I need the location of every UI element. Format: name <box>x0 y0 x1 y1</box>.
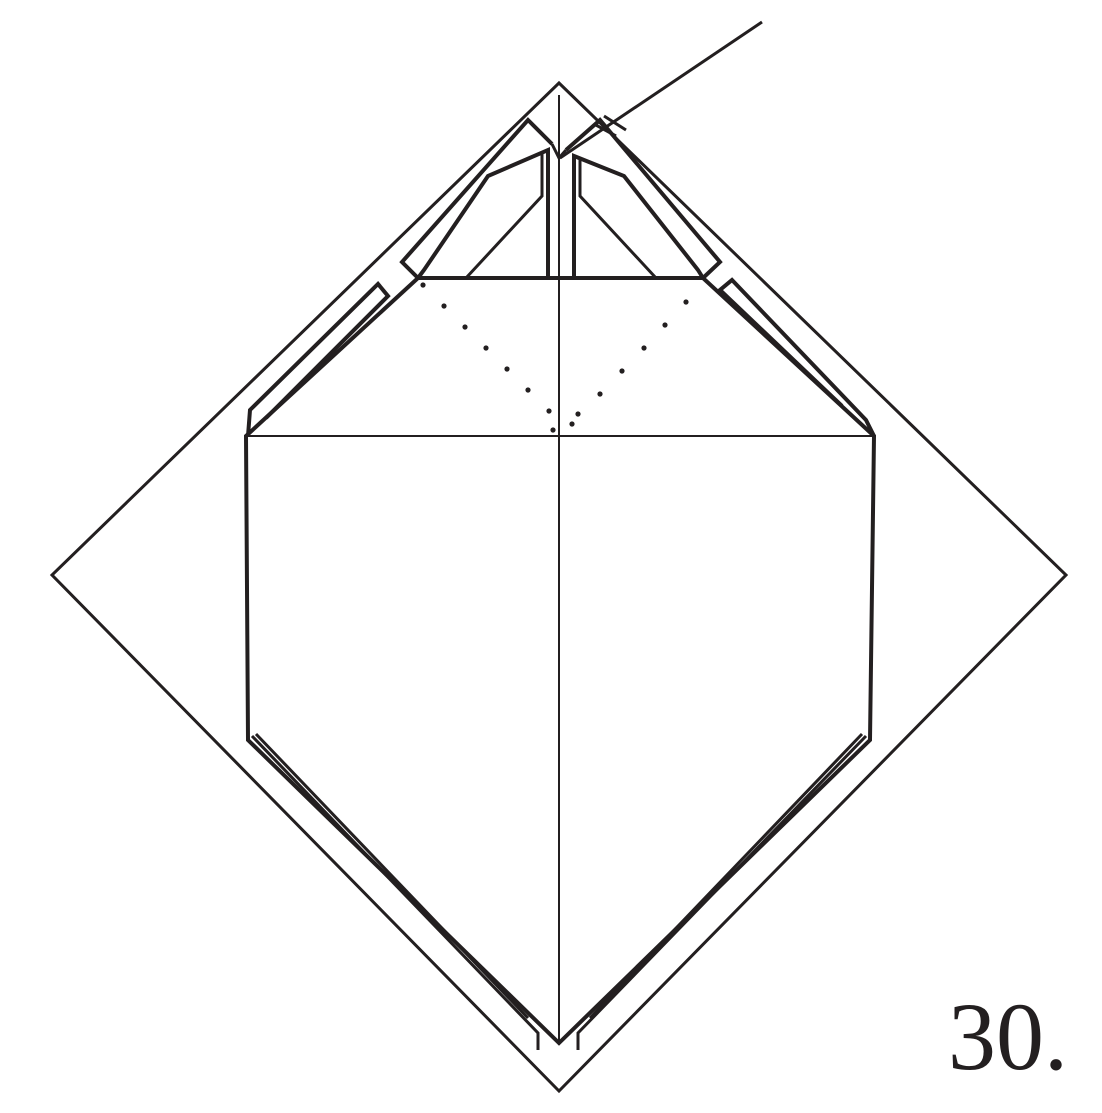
direction-arrow-line <box>559 20 763 160</box>
fold-dot <box>483 345 489 351</box>
lower-left-outer-layer-edge <box>254 732 530 1020</box>
top-right-flap-inner <box>572 153 705 280</box>
lower-right-layer-edge <box>576 734 868 1050</box>
lower-right-outer-layer-edge <box>588 732 864 1020</box>
arrow-tick-2 <box>603 114 627 132</box>
fold-dot <box>619 368 625 374</box>
fold-dot <box>546 408 552 414</box>
fold-dot <box>525 387 531 393</box>
fold-dot <box>504 366 510 372</box>
fold-dot <box>597 391 603 397</box>
fold-dot <box>569 421 575 427</box>
left-side-flap <box>246 281 391 437</box>
fold-dot <box>441 303 447 309</box>
step-number-label: 30. <box>948 983 1068 1090</box>
top-right-flap-inner-fold <box>578 160 658 280</box>
fold-dot <box>662 322 668 328</box>
top-right-flap <box>564 117 723 280</box>
outer-square-diamond <box>49 80 1069 1094</box>
top-left-flap-inner-fold <box>464 152 544 280</box>
fold-dot <box>420 282 426 288</box>
fold-dot <box>683 299 689 305</box>
lower-left-layer-edge <box>250 734 540 1050</box>
fold-dot <box>641 345 647 351</box>
dotted-valley-fold-right <box>569 299 689 427</box>
right-side-flap <box>716 277 876 437</box>
dotted-valley-fold-left <box>420 282 556 433</box>
fold-dot <box>575 411 581 417</box>
top-left-flap <box>399 117 554 280</box>
center-peak-fold <box>550 143 568 161</box>
top-left-flap-inner <box>416 146 550 280</box>
fold-dot <box>550 427 556 433</box>
arrow-tick-1 <box>593 122 617 138</box>
fold-dot <box>462 324 468 330</box>
